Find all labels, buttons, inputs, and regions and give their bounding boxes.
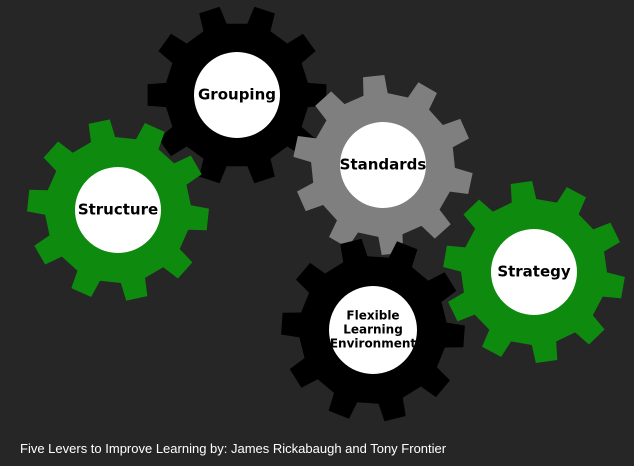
gear-grouping: Grouping [147, 6, 327, 184]
gear-label: Environment [330, 337, 417, 351]
gear-label: Grouping [198, 86, 276, 104]
gear-hub [491, 229, 577, 315]
caption: Five Levers to Improve Learning by: Jame… [20, 441, 447, 456]
gear-hub [329, 286, 417, 374]
gear-label: Strategy [497, 263, 571, 281]
gear-hub [194, 52, 280, 138]
gear-label: Learning [343, 323, 403, 337]
gear-strategy: Strategy [443, 181, 625, 363]
gear-label: Structure [78, 201, 158, 219]
gear-hub [75, 167, 161, 253]
gear-standards: Standards [293, 75, 473, 255]
gear-label: Standards [340, 156, 427, 174]
gear-hub [340, 122, 426, 208]
gear-structure: Structure [27, 119, 209, 301]
gear-label: Flexible [346, 309, 399, 323]
